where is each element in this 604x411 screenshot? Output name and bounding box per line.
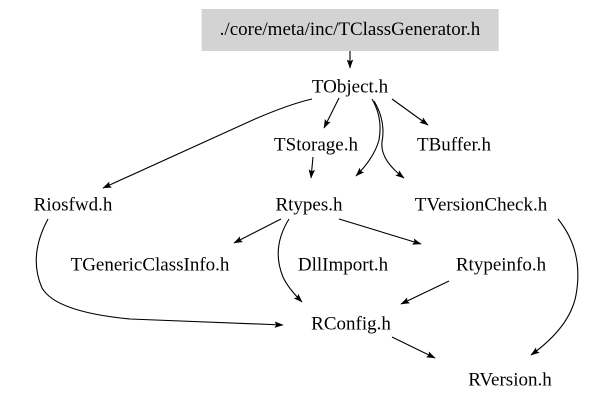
edge-riosfwd-to-rconfig: [35, 218, 284, 328]
node-rtypeinfo[interactable]: Rtypeinfo.h: [455, 254, 547, 276]
edge-tversioncheck-to-rversion: [530, 218, 579, 356]
edge-tobject-to-tbuffer: [391, 98, 429, 126]
edge-tobject-to-rtypes: [355, 98, 381, 177]
node-rtypes[interactable]: Rtypes.h: [275, 194, 343, 216]
node-tobject[interactable]: TObject.h: [311, 76, 389, 98]
edge-tobject-to-tversioncheck: [373, 100, 405, 179]
node-tstorage[interactable]: TStorage.h: [274, 134, 358, 156]
node-rconfig[interactable]: RConfig.h: [311, 313, 391, 335]
edge-rtypes-to-tgenericclassinfo: [233, 218, 282, 244]
edge-rtypes-to-rtypeinfo: [338, 218, 422, 245]
edge-tobject-to-tstorage: [323, 97, 340, 129]
node-tbuffer[interactable]: TBuffer.h: [416, 134, 492, 156]
edge-rtypeinfo-to-rconfig: [400, 280, 450, 305]
node-riosfwd[interactable]: Riosfwd.h: [33, 194, 113, 216]
edge-rconfig-to-rversion: [391, 336, 436, 359]
node-tversioncheck[interactable]: TVersionCheck.h: [414, 194, 548, 216]
node-tgenericclassinfo[interactable]: TGenericClassInfo.h: [70, 254, 230, 276]
node-rversion[interactable]: RVersion.h: [468, 369, 552, 391]
edge-tobject-to-riosfwd: [102, 98, 313, 189]
node-tclassgenerator-root[interactable]: ./core/meta/inc/TClassGenerator.h: [201, 9, 499, 51]
edge-rtypes-to-rconfig: [277, 218, 303, 303]
node-dllimport[interactable]: DllImport.h: [297, 254, 389, 276]
edge-tstorage-to-rtypes: [308, 156, 315, 179]
